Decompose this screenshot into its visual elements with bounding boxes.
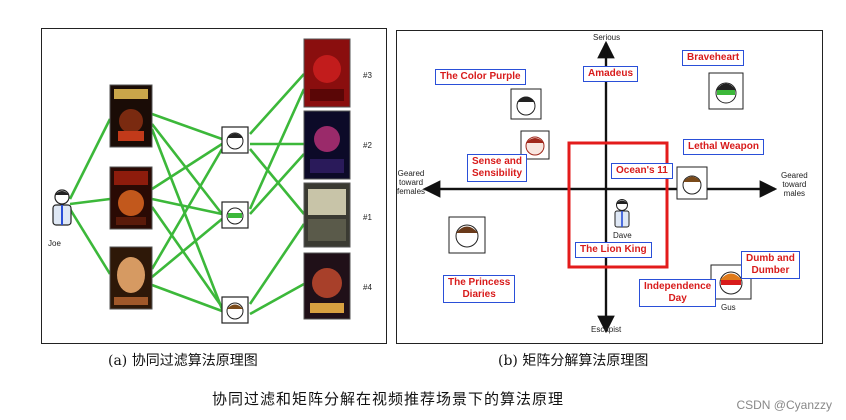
movie-label-oceans-11: Ocean's 11 [611, 163, 673, 179]
edge [248, 223, 306, 305]
face-braveheart-icon [708, 72, 744, 110]
axis-label-serious: Serious [593, 33, 621, 42]
movie-label-dumb-dumber: Dumb and Dumber [741, 251, 800, 279]
user-dave-label: Dave [613, 231, 632, 240]
user-joe-icon [52, 189, 72, 226]
panel-collaborative-filtering: Joe #3 #2 #1 #4 [41, 28, 387, 344]
user-dave-icon [614, 199, 630, 228]
edge [249, 153, 305, 215]
cf-edges [68, 73, 306, 316]
movie-label-lethal-weapon: Lethal Weapon [683, 139, 764, 155]
poster-movie-2 [109, 166, 153, 230]
edge [249, 73, 305, 135]
movie-label-amadeus: Amadeus [583, 66, 639, 82]
edge [150, 128, 224, 310]
edge [151, 142, 223, 191]
rank-label-3: #1 [363, 213, 372, 222]
user-joe-label: Joe [48, 239, 61, 248]
edge [249, 282, 305, 316]
rank-label-4: #4 [363, 283, 372, 292]
user-face-2-icon [221, 201, 249, 229]
poster-star-wars [109, 84, 153, 148]
face-princess-icon [448, 216, 486, 254]
highlight-box [567, 141, 669, 269]
movie-label-lion-king: The Lion King [575, 242, 652, 258]
movie-label-color-purple: The Color Purple [435, 69, 526, 85]
axis-label-escapist: Escapist [591, 325, 622, 334]
axis-label-females: Geared toward females [397, 169, 426, 196]
face-color-purple-icon [510, 88, 542, 120]
user-face-1-icon [221, 126, 249, 154]
poster-movie-rank1 [303, 182, 351, 248]
watermark: CSDN @Cyanzzy [736, 398, 832, 412]
face-lethal-icon [676, 166, 708, 200]
user-gus-label: Gus [721, 303, 736, 312]
rank-label-1: #3 [363, 71, 372, 80]
edge [150, 123, 224, 215]
figure-caption: 协同过滤和矩阵分解在视频推荐场景下的算法原理 [212, 390, 565, 408]
edge [68, 208, 112, 275]
axis-label-males: Geared toward males [781, 171, 808, 198]
edge [151, 112, 223, 141]
caption-panel-a: (a) 协同过滤算法原理图 [108, 353, 258, 369]
movie-label-independence-day: Independence Day [639, 279, 717, 307]
panel-matrix-factorization: Serious Escapist Geared toward females G… [396, 30, 823, 344]
user-face-3-icon [221, 296, 249, 324]
caption-panel-b: (b) 矩阵分解算法原理图 [498, 353, 649, 369]
poster-movie-rank4 [303, 252, 351, 320]
rank-label-2: #2 [363, 141, 372, 150]
edge [151, 217, 223, 279]
edge [150, 206, 224, 308]
movie-label-sense-sensibility: Sense and Sensibility [467, 154, 528, 182]
movie-label-braveheart: Braveheart [682, 50, 745, 66]
edge [248, 88, 306, 210]
poster-movie-3 [109, 246, 153, 310]
edge [69, 197, 111, 206]
edge [249, 148, 305, 215]
movie-label-princess-diaries: The Princess Diaries [443, 275, 516, 303]
poster-spider-man [303, 38, 351, 108]
edge [150, 148, 224, 270]
cf-graph [52, 38, 351, 324]
edge [68, 118, 112, 200]
poster-movie-rank2 [303, 110, 351, 180]
edge [151, 283, 223, 313]
